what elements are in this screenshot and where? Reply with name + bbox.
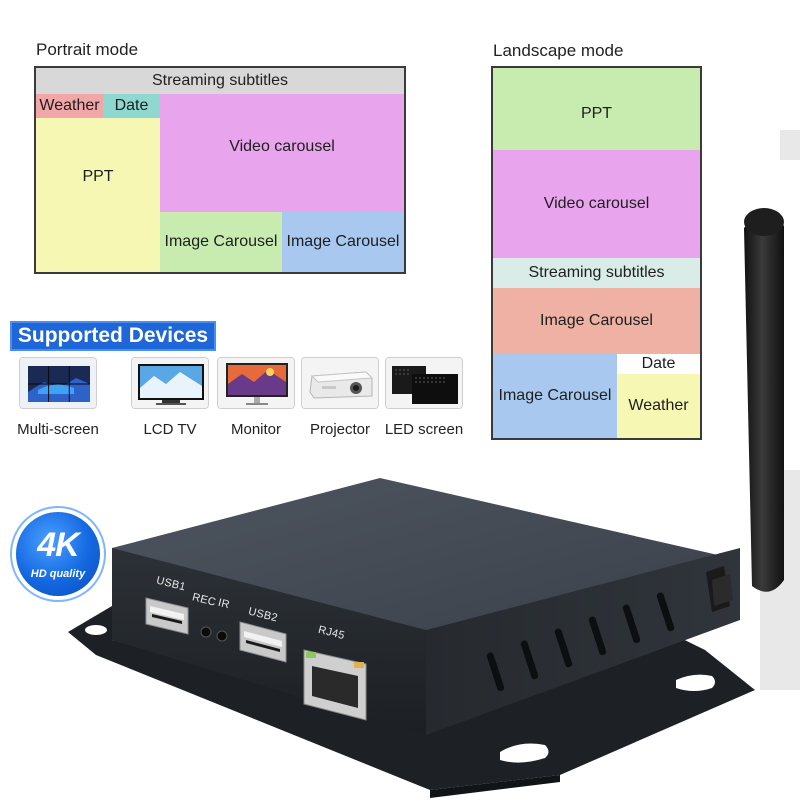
landscape-image-zone-1: Image Carousel <box>493 288 700 354</box>
device-label: Projector <box>309 421 371 438</box>
usb2-label: USB2 <box>246 605 279 625</box>
zone-label: PPT <box>82 168 114 186</box>
portrait-image-zone-2: Image Carousel <box>282 212 404 272</box>
usb1-label: USB1 <box>154 574 187 594</box>
wifi-antenna <box>706 208 784 612</box>
landscape-date-zone: Date <box>617 354 700 374</box>
zone-label: Date <box>114 97 149 115</box>
zone-label: Date <box>641 355 676 373</box>
device-label: LCD TV <box>143 421 197 438</box>
flange-slot-right <box>676 674 715 691</box>
device-top <box>112 478 740 650</box>
device-led-screen: LED screen <box>382 357 466 438</box>
rec-button[interactable] <box>200 626 212 638</box>
ir-label: IR <box>216 596 231 612</box>
usb1-port[interactable] <box>145 597 189 635</box>
flange-slot-bottom <box>500 743 549 763</box>
zone-label: Image Carousel <box>286 233 400 251</box>
flange-hole-left <box>85 625 107 635</box>
vent-slots <box>486 592 675 692</box>
portrait-layout: Streaming subtitles Weather Date Video c… <box>34 66 406 274</box>
device-label: Multi-screen <box>17 421 99 438</box>
device-lcd-tv: LCD TV <box>128 357 212 438</box>
ir-sensor <box>216 630 228 642</box>
supported-devices-heading: Supported Devices <box>10 321 216 351</box>
usb2-port[interactable] <box>239 621 287 663</box>
rec-label: REC <box>190 591 218 609</box>
zone-label: Streaming subtitles <box>528 264 665 282</box>
zone-label: Streaming subtitles <box>151 72 289 90</box>
zone-label: Video carousel <box>229 138 335 156</box>
rj45-port[interactable] <box>303 649 367 721</box>
landscape-mode-title: Landscape mode <box>493 41 624 60</box>
landscape-weather-zone: Weather <box>617 374 700 438</box>
portrait-mode-title: Portrait mode <box>36 40 139 59</box>
multi-screen-icon <box>19 357 97 409</box>
hd-quality-text: HD quality <box>30 568 86 580</box>
lcd-tv-icon <box>131 357 209 409</box>
portrait-ppt-zone: PPT <box>36 118 160 272</box>
zone-label: Image Carousel <box>498 387 612 405</box>
device-projector: Projector <box>298 357 382 438</box>
portrait-weather-zone: Weather <box>36 94 103 118</box>
4k-badge: 4K HD quality <box>16 512 100 596</box>
landscape-ppt-zone: PPT <box>493 68 700 150</box>
landscape-subtitles-zone: Streaming subtitles <box>493 258 700 288</box>
landscape-layout: PPT Video carousel Streaming subtitles I… <box>491 66 702 440</box>
device-multi-screen: Multi-screen <box>16 357 100 438</box>
zone-label: PPT <box>580 105 613 123</box>
zone-label: Image Carousel <box>540 312 653 330</box>
portrait-subtitles-zone: Streaming subtitles <box>36 68 404 94</box>
zone-label: Video carousel <box>543 195 650 213</box>
device-label: LED screen <box>384 421 464 438</box>
zone-label: Weather <box>39 97 100 115</box>
portrait-date-zone: Date <box>103 94 160 118</box>
led-screen-icon <box>385 357 463 409</box>
portrait-image-zone-1: Image Carousel <box>160 212 282 272</box>
zone-label: Weather <box>628 397 689 415</box>
monitor-icon <box>217 357 295 409</box>
zone-label: Image Carousel <box>164 233 278 251</box>
device-side <box>426 548 740 735</box>
projector-icon <box>301 357 379 409</box>
rj45-label: RJ45 <box>316 623 346 643</box>
4k-badge-text: 4K <box>37 526 79 564</box>
background-shadow <box>760 130 800 690</box>
device-label: Monitor <box>230 421 282 438</box>
landscape-image-zone-2: Image Carousel <box>493 354 617 438</box>
device-monitor: Monitor <box>214 357 298 438</box>
landscape-video-zone: Video carousel <box>493 150 700 258</box>
portrait-video-zone: Video carousel <box>160 94 404 212</box>
mounting-flange <box>68 606 755 790</box>
